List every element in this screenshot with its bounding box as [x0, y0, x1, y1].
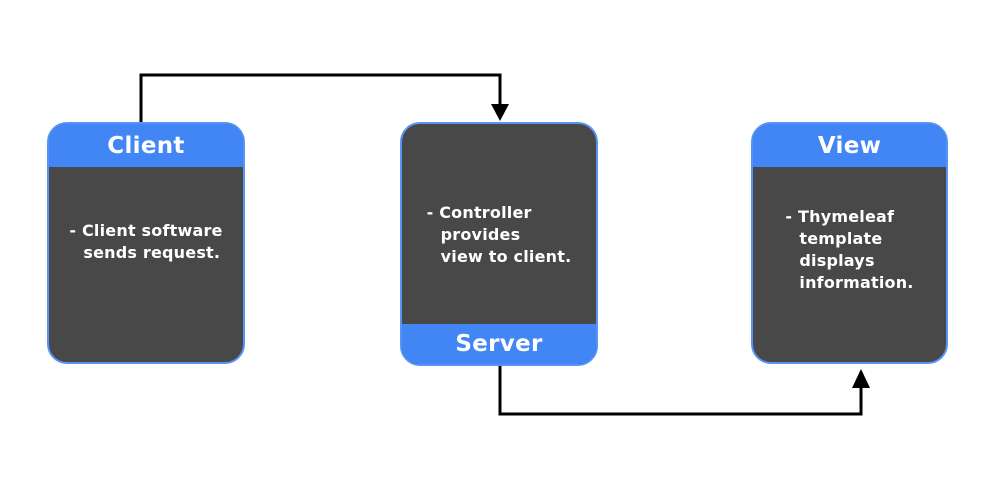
node-server-note: - Controller provides view to client. [426, 203, 572, 266]
node-server-footer: Server [402, 324, 596, 364]
node-client-header: Client [49, 124, 243, 167]
arrow-client-to-server [139, 73, 509, 122]
node-view-title: View [817, 132, 882, 159]
node-client-note: - Client software sends request. [69, 220, 223, 262]
node-server-body: - Controller provides view to client. [402, 124, 596, 324]
arrow-server-to-view [498, 366, 870, 416]
node-view: View - Thymeleaf template displays infor… [751, 122, 948, 364]
node-server: - Controller provides view to client. Se… [400, 122, 598, 366]
arrowhead-down-icon [491, 104, 509, 121]
node-view-header: View [753, 124, 946, 167]
node-view-body: - Thymeleaf template displays informatio… [753, 167, 946, 362]
node-client: Client - Client software sends request. [47, 122, 245, 364]
node-client-title: Client [107, 132, 185, 159]
node-view-note: - Thymeleaf template displays informatio… [785, 206, 914, 292]
node-client-body: - Client software sends request. [49, 167, 243, 362]
arrowhead-up-icon [852, 369, 870, 388]
node-server-title: Server [455, 331, 543, 357]
